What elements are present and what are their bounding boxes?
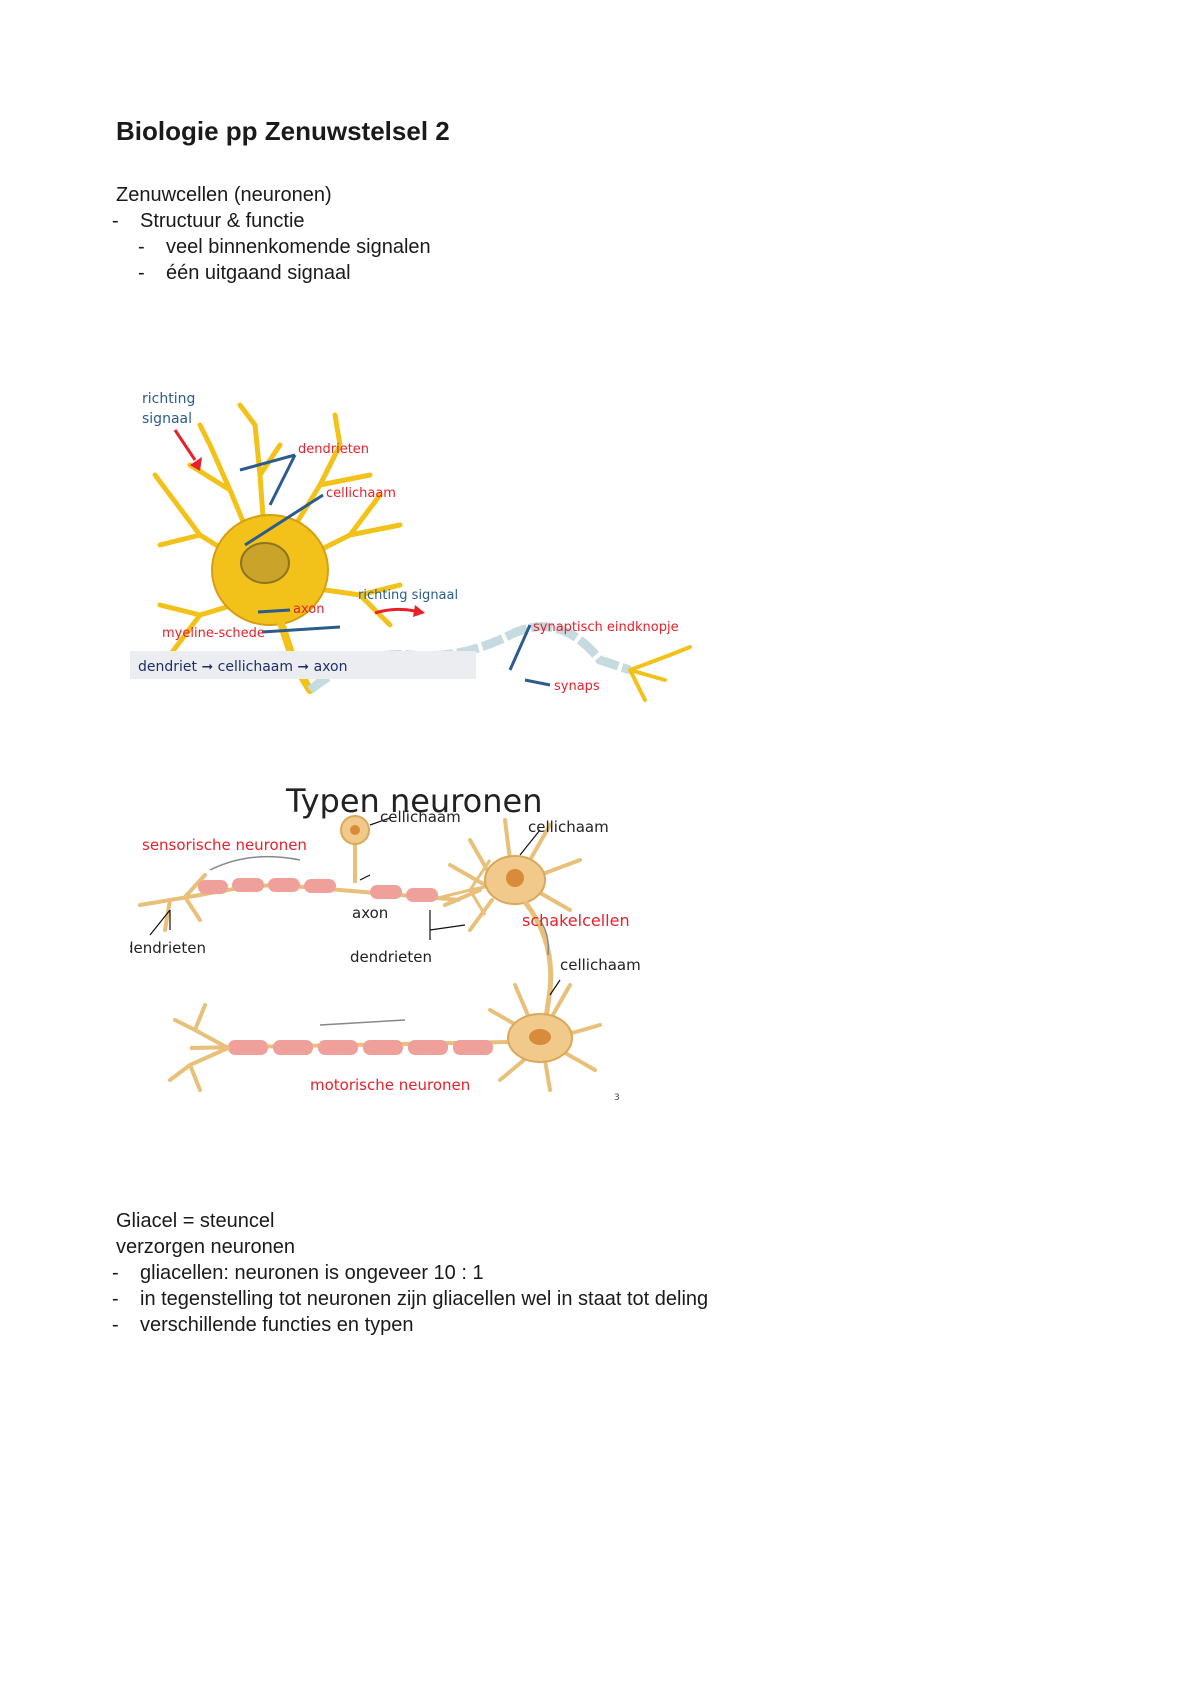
bullet-dash: - xyxy=(138,236,145,258)
interneuron-drawing xyxy=(443,818,582,1026)
flow-box xyxy=(130,651,476,679)
section1-item-structure: Structuur & functie xyxy=(140,210,305,232)
bullet-dash: - xyxy=(112,1314,119,1336)
bullet-dash: - xyxy=(112,1288,119,1310)
label-synapse: synaps xyxy=(554,679,600,694)
bullet-dash: - xyxy=(138,262,145,284)
flow-text: dendriet ➞ cellichaam ➞ axon xyxy=(138,659,348,675)
bullet-dash: - xyxy=(112,1262,119,1284)
label-dendrites-mid: dendrieten xyxy=(350,948,432,966)
label-interneurons: schakelcellen xyxy=(522,911,630,930)
label-cell-body-interneuron: cellichaam xyxy=(528,818,609,836)
figure2-title: Typen neuronen xyxy=(285,782,542,820)
arrowhead xyxy=(413,605,425,617)
label-cell-body-sensory: cellichaam xyxy=(380,808,461,826)
section1-subitem-incoming: veel binnenkomende signalen xyxy=(166,236,431,258)
direction-arrow-axon xyxy=(374,607,416,615)
label-synaptic-knob: synaptisch eindknopje xyxy=(533,620,679,635)
label-direction-signal-line2: signaal xyxy=(142,411,192,427)
section2-item-division: in tegenstelling tot neuronen zijn gliac… xyxy=(140,1288,709,1310)
section1-subitem-outgoing: één uitgaand signaal xyxy=(166,262,351,284)
section2-subheading: verzorgen neuronen xyxy=(116,1236,296,1258)
section1-heading: Zenuwcellen (neuronen) xyxy=(116,184,332,206)
label-cell-body: cellichaam xyxy=(326,486,396,501)
figure2-leader-lines xyxy=(149,817,561,996)
label-sensory-neurons: sensorische neuronen xyxy=(142,836,307,854)
document-title: Biologie pp Zenuwstelsel 2 xyxy=(116,116,450,146)
label-myelin-sheath: myeline-schede xyxy=(162,626,265,641)
bullet-dash: - xyxy=(112,210,119,232)
section2-heading: Gliacel = steuncel xyxy=(116,1210,275,1232)
label-dendrites-left: dendrieten xyxy=(130,939,206,957)
direction-arrow-top xyxy=(173,429,197,461)
section2-item-ratio: gliacellen: neuronen is ongeveer 10 : 1 xyxy=(140,1262,484,1284)
label-direction-signal-axon: richting signaal xyxy=(358,588,458,603)
label-cell-body-motor: cellichaam xyxy=(560,956,641,974)
label-direction-signal-line1: richting xyxy=(142,391,195,407)
sensory-neuron-drawing xyxy=(138,815,496,932)
label-axon: axon xyxy=(352,904,388,922)
arrowhead xyxy=(190,457,202,471)
direction-arrows xyxy=(209,855,550,1026)
axon-terminal-drawing xyxy=(628,645,692,702)
dendrites-drawing xyxy=(152,402,403,658)
neuron-structure-figure: richting signaal dendrieten cellichaam a… xyxy=(130,391,692,702)
label-axon: axon xyxy=(293,602,324,617)
label-dendrites: dendrieten xyxy=(298,442,369,457)
motor-neuron-drawing xyxy=(168,983,602,1092)
nucleus-drawing xyxy=(240,542,290,584)
section2-item-functions: verschillende functies en typen xyxy=(140,1314,414,1336)
label-motor-neurons: motorische neuronen xyxy=(310,1076,470,1094)
leader-lines xyxy=(239,453,551,687)
page-mark: 3 xyxy=(614,1093,620,1103)
neuron-types-figure: Typen neuronen xyxy=(130,782,641,1103)
